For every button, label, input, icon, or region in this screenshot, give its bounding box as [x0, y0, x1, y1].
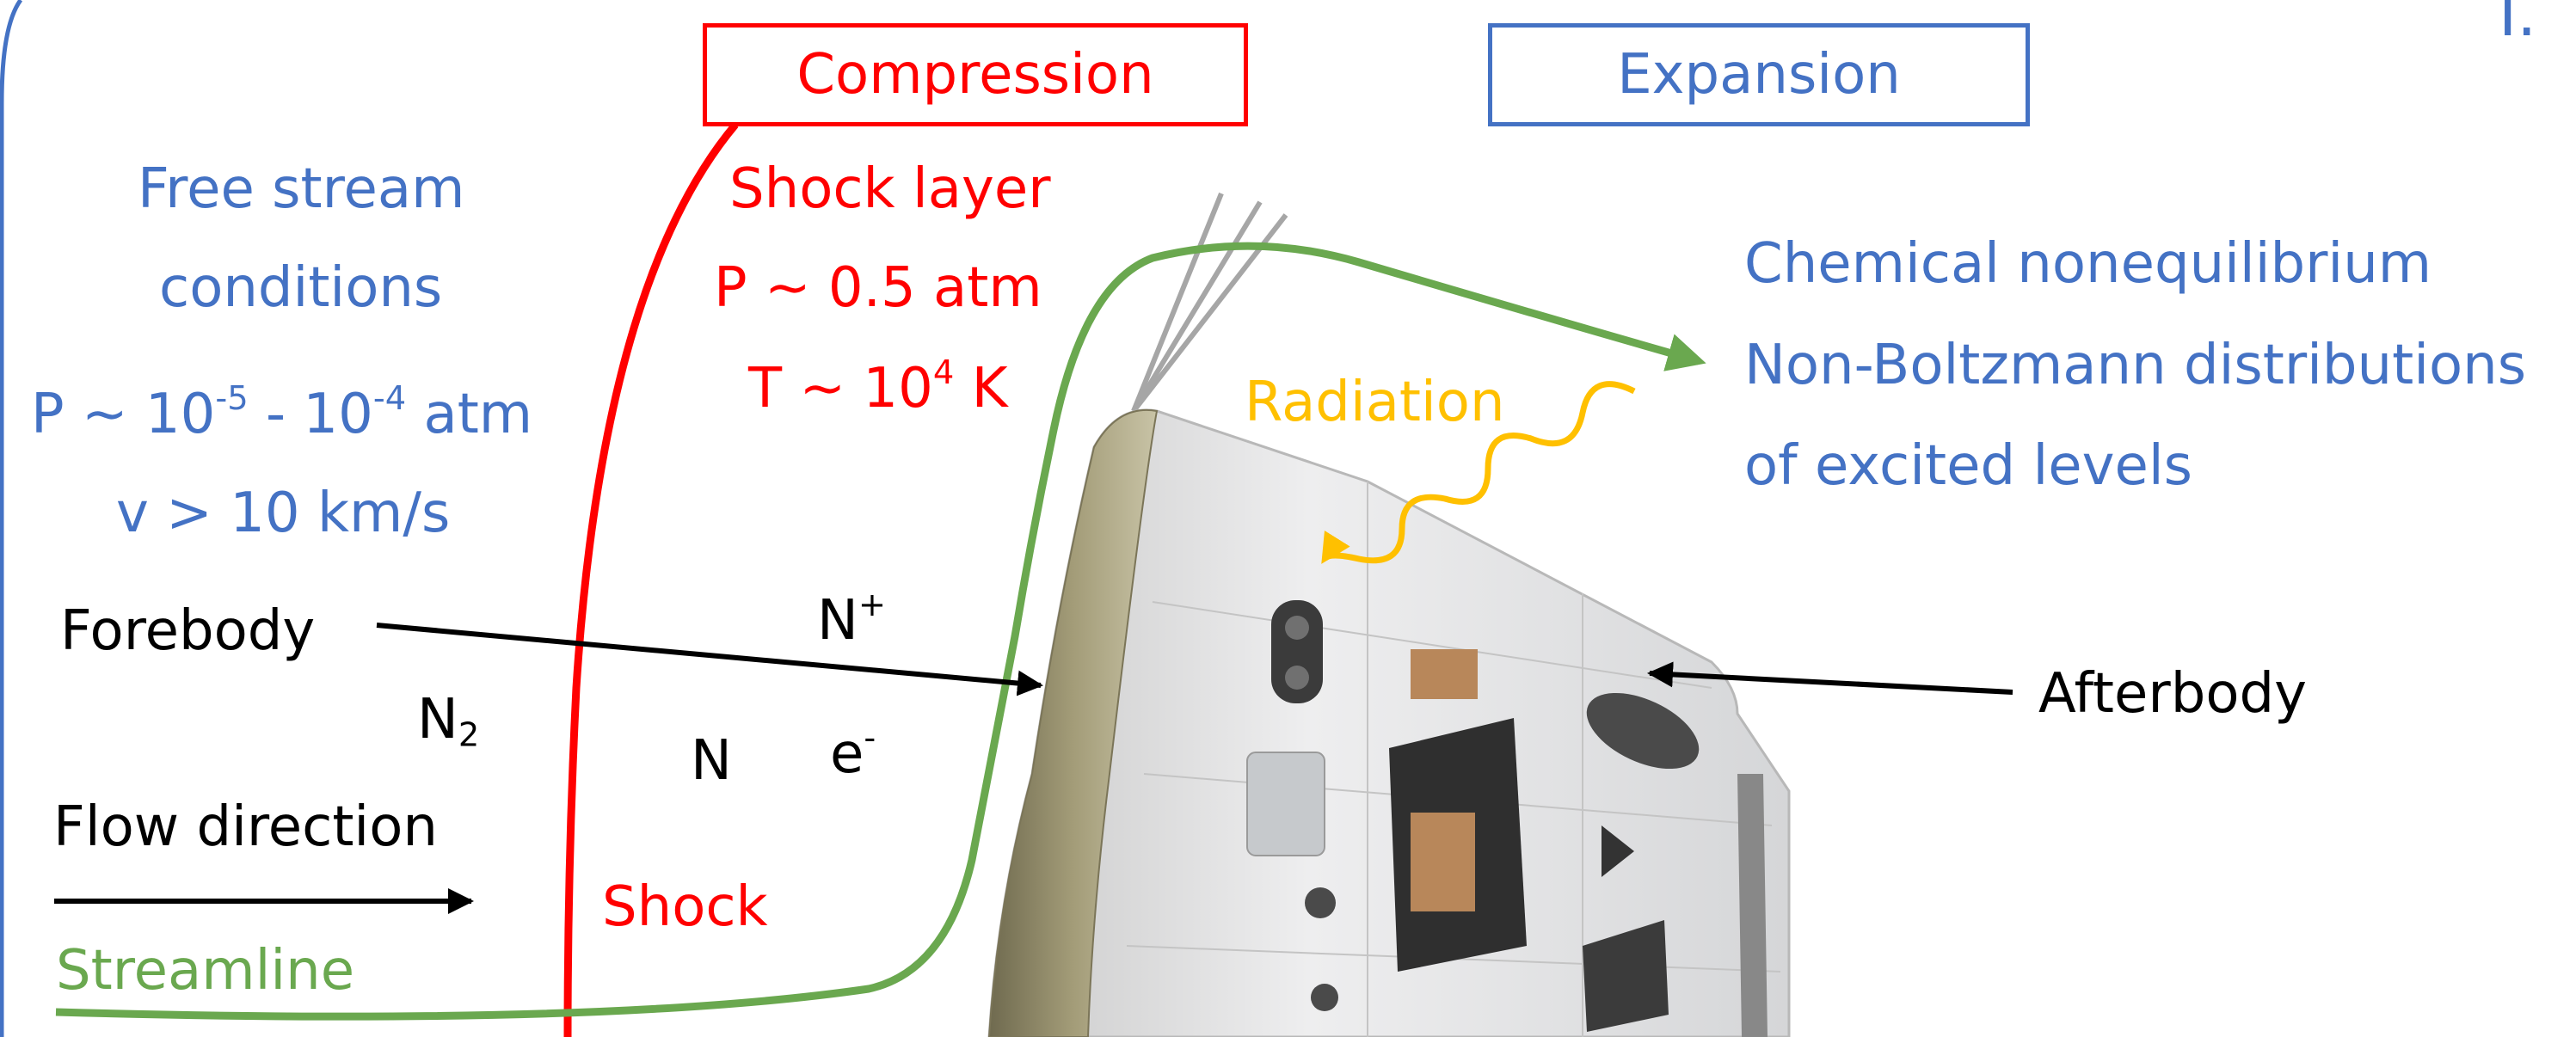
n2-sub: 2 — [458, 715, 480, 755]
forebody-label: Forebody — [60, 599, 316, 663]
n-plus-sup: + — [858, 586, 887, 625]
n2-base: N — [417, 688, 458, 752]
shock-curve — [563, 122, 739, 1037]
fs-pressure-mid: - 10 — [248, 383, 373, 446]
shock-layer-pressure: P ∼ 0.5 atm — [714, 256, 1042, 320]
nonequilibrium-line1: Chemical nonequilibrium — [1744, 232, 2432, 296]
fs-pressure-unit: atm — [406, 383, 533, 446]
n-plus-base: N — [817, 589, 858, 653]
sl-temp-unit: K — [954, 357, 1008, 420]
expansion-label: Expansion — [1617, 43, 1901, 107]
nonequilibrium-line3: of excited levels — [1744, 434, 2192, 498]
fs-pressure-prefix: P ∼ 10 — [31, 383, 216, 446]
free-stream-pressure: P ∼ 10-5 - 10-4 atm — [31, 382, 532, 442]
fs-pressure-exp2: -4 — [372, 379, 407, 419]
flow-direction-label: Flow direction — [53, 795, 438, 859]
afterbody-label: Afterbody — [2038, 662, 2307, 726]
capsule-portholes — [1246, 600, 1768, 1037]
sl-temp-exp: 4 — [932, 353, 955, 393]
species-n: N — [691, 729, 732, 793]
corner-fragment: I. — [2499, 0, 2536, 45]
shock-layer-temperature: T ∼ 104 K — [748, 356, 1008, 416]
capsule-heatshield — [987, 408, 1159, 1037]
frame-left-edge — [0, 0, 23, 1037]
shock-label: Shock — [602, 875, 768, 939]
species-n2: N2 — [417, 692, 479, 752]
electron-base: e — [830, 722, 864, 786]
shock-layer-title: Shock layer — [729, 157, 1051, 221]
expansion-box: Expansion — [1488, 23, 2030, 126]
radiation-label: Radiation — [1245, 371, 1505, 434]
free-stream-title-line1: Free stream — [138, 157, 465, 221]
capsule-illustration — [987, 192, 1791, 1037]
electron-sup: - — [864, 719, 876, 758]
species-n-plus: N+ — [817, 588, 886, 648]
species-electron: e- — [830, 721, 876, 782]
free-stream-title-line2: conditions — [159, 256, 443, 320]
afterbody-arrow — [1647, 661, 2013, 695]
compression-box: Compression — [703, 23, 1248, 126]
streamline-label: Streamline — [56, 939, 355, 1003]
nonequilibrium-line2: Non-Boltzmann distributions — [1744, 334, 2527, 397]
streamline-curve — [55, 242, 1706, 1021]
forebody-arrow — [376, 623, 1043, 696]
compression-label: Compression — [796, 43, 1154, 107]
radiation-wave-icon — [1321, 381, 1636, 564]
sl-temp-prefix: T ∼ 10 — [748, 357, 933, 420]
free-stream-velocity: v > 10 km/s — [116, 482, 451, 545]
corner-fragment-text: I. — [2499, 0, 2537, 50]
fs-pressure-exp1: -5 — [215, 379, 249, 419]
